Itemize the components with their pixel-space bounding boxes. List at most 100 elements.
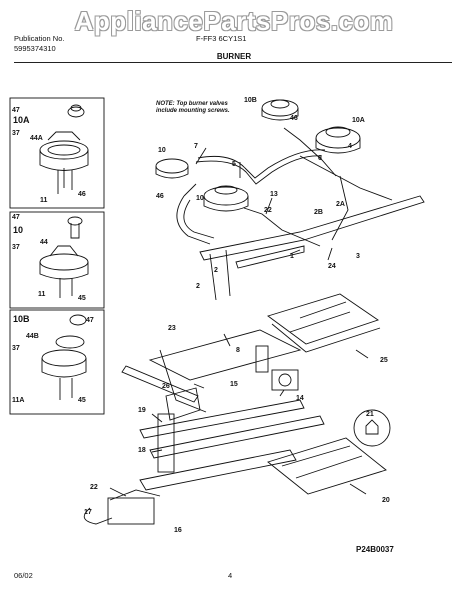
callout: 23 (168, 325, 176, 332)
callout: 22 (90, 484, 98, 491)
pilot-assembly (157, 413, 175, 473)
callout: 26 (162, 383, 170, 390)
inset-10b-part: 11A (12, 397, 24, 404)
burner-10a-icon (39, 104, 89, 194)
gas-tube-1 (197, 149, 326, 179)
watermark: AppliancePartsPros.com (74, 6, 394, 36)
inset-box-10a (9, 97, 105, 209)
callout: 10B (244, 97, 257, 104)
inset-10a-part: 46 (78, 191, 86, 198)
inset-10b-part: 45 (78, 397, 86, 404)
gas-tube-6 (243, 207, 321, 247)
callout: 2 (196, 283, 200, 290)
rail-tube (159, 349, 207, 413)
lower-rail (148, 329, 302, 381)
publication-label: Publication No. (14, 34, 65, 43)
burner-10-left (155, 158, 189, 179)
lower-valve-tube (83, 507, 113, 525)
footer-page: 4 (228, 571, 233, 580)
callout: 2 (214, 267, 218, 274)
gas-tube-7 (331, 175, 349, 241)
callout: 22 (264, 207, 272, 214)
callout: 10A (352, 117, 365, 124)
callout: 16 (174, 527, 182, 534)
gas-tube-4 (176, 195, 211, 245)
callout: 2A (336, 201, 345, 208)
inset-10-part: 47 (12, 214, 20, 221)
callout: 20 (382, 497, 390, 504)
inset-label-10a: 10A (13, 115, 30, 125)
callout: 24 (328, 263, 336, 270)
callout: 17 (84, 509, 92, 516)
inset-box-10b (9, 309, 105, 415)
burner-tube-lower (267, 437, 387, 495)
callout: 10 (158, 147, 166, 154)
burner-10-main (203, 185, 249, 212)
gas-tube-5 (183, 199, 215, 239)
manifold-pipe (199, 195, 425, 261)
callout: 8 (236, 347, 240, 354)
burner-10b-icon (41, 314, 87, 400)
bottom-rail (149, 415, 325, 459)
valve-body (255, 345, 269, 373)
callout: 7 (194, 143, 198, 150)
note-line-2: include mounting screws. (156, 108, 230, 114)
callout: 18 (138, 447, 146, 454)
gas-tube-3 (283, 127, 337, 177)
inset-label-10: 10 (13, 225, 23, 235)
regulator-box (271, 369, 299, 391)
inset-10a-part: 37 (12, 130, 20, 137)
callout: 46 (156, 193, 164, 200)
callout: 14 (296, 395, 304, 402)
callout: 2B (314, 209, 323, 216)
header-rule (14, 62, 452, 63)
note-line-1: NOTE: Top burner valves (156, 101, 228, 107)
lower-valve (107, 497, 155, 525)
detail-circle-21 (353, 409, 391, 447)
callout: 13 (270, 191, 278, 198)
inset-10-part: 37 (12, 244, 20, 251)
inset-label-10b: 10B (13, 314, 30, 324)
callout: 10 (196, 195, 204, 202)
callout: 25 (380, 357, 388, 364)
diagram-code: P24B0037 (356, 545, 394, 554)
footer-date: 06/02 (14, 571, 33, 580)
callout: 6 (318, 155, 322, 162)
inset-box-10 (9, 211, 105, 309)
callout: 21 (366, 411, 374, 418)
callout: 15 (230, 381, 238, 388)
regulator-cap (278, 373, 292, 387)
inset-10a-part: 11 (40, 197, 48, 204)
manifold-leg (209, 253, 217, 301)
inset-10-part: 45 (78, 295, 86, 302)
callout: 5 (232, 161, 236, 168)
inset-10-part: 44 (40, 239, 48, 246)
callout: 19 (138, 407, 146, 414)
burner-tube-upper-detail (271, 301, 381, 353)
inset-10b-part: 44B (26, 333, 39, 340)
ignitor-probe (121, 365, 199, 403)
gas-tube-8 (299, 155, 393, 201)
inset-10a-part: 47 (12, 107, 20, 114)
base-rail (139, 449, 297, 491)
publication-number: 5995374310 (14, 44, 56, 53)
inset-10-part: 11 (38, 291, 46, 298)
burner-10-icon (39, 216, 89, 298)
burner-tube-lower-detail (281, 445, 363, 479)
callout: 3 (356, 253, 360, 260)
burner-10b-main (261, 99, 299, 121)
gas-tube-2 (195, 155, 323, 185)
section-title: BURNER (216, 52, 252, 61)
callout: 1 (290, 253, 294, 260)
inset-10a-part: 44A (30, 135, 43, 142)
burner-10a-main (315, 126, 361, 154)
manifold-bracket (235, 245, 305, 269)
burner-tube-upper (267, 293, 380, 345)
inset-10b-part: 37 (12, 345, 20, 352)
model-number: F-FF3 6CY1S1 (196, 34, 247, 43)
callout: 46 (290, 115, 298, 122)
callout: 4 (348, 143, 352, 150)
front-rail (139, 399, 305, 439)
inset-10b-part: 47 (86, 317, 94, 324)
